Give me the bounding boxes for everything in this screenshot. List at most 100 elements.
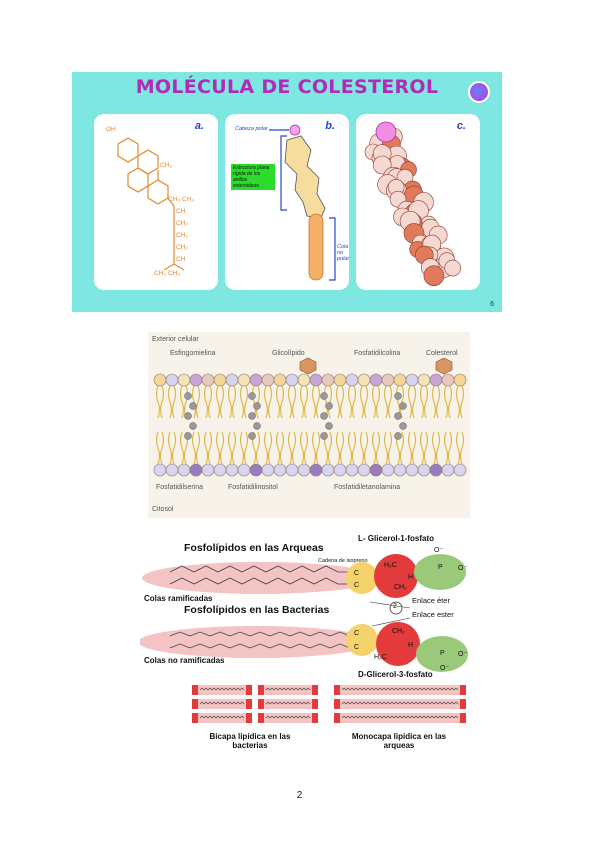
cholesterol-space-filling-model [364, 121, 461, 286]
strip-head [258, 713, 264, 723]
lipid-head-inner [297, 463, 311, 477]
circle-two-label: 2 [393, 603, 397, 610]
lipid-tail [203, 385, 213, 419]
panel-c-label: c. [456, 120, 466, 132]
strip-head [334, 713, 340, 723]
lipid-head-outer [357, 373, 371, 387]
lipid-tail [239, 431, 249, 465]
lipid-head-inner [441, 463, 455, 477]
panel-b: b. Cabeza polar Estructura plana rígida … [225, 114, 349, 290]
lipid-head-inner [357, 463, 371, 477]
lipid-head-inner [381, 463, 395, 477]
strip-head [460, 699, 466, 709]
cholesterol-slide: MOLÉCULA DE COLESTEROL a. OH CH₃ CH₃ CH₃… [72, 72, 502, 312]
lipid-head-inner [237, 463, 251, 477]
strip-head [192, 685, 198, 695]
glicolipido-label: Glicolípido [272, 350, 305, 357]
atom-o-minus-2: O⁻ [458, 565, 468, 572]
lipid-tail [359, 385, 369, 419]
atom-c-1: C [354, 570, 360, 577]
bacteria-bilayer-strip [258, 713, 318, 723]
lipid-head-inner [177, 463, 191, 477]
chain-6: CH₂ [176, 244, 188, 251]
lipid-head-outer [309, 373, 323, 387]
lipid-tail [431, 385, 441, 419]
cholesterol-molecule [320, 432, 328, 440]
strip-head [258, 685, 264, 695]
lipid-head-inner [201, 463, 215, 477]
atom-sphere [423, 265, 445, 286]
bacteria-bilayer-strip [258, 685, 318, 695]
cholesterol-structure-drawing [117, 137, 185, 271]
esfingomielina-label: Esfingomielina [170, 350, 216, 357]
lipid-head-outer [393, 373, 407, 387]
panel-a-label: a. [194, 120, 204, 132]
lipid-head-outer [165, 373, 179, 387]
lipid-tail [275, 431, 285, 465]
lipid-tail [359, 431, 369, 465]
strip-chain [341, 715, 459, 719]
lipid-tail [443, 431, 453, 465]
lipid-tail [299, 385, 309, 419]
lipid-head-inner [321, 463, 335, 477]
cholesterol-molecule [394, 392, 402, 400]
lipid-head-inner [417, 463, 431, 477]
lipid-tail [311, 431, 321, 465]
atom-h-2: H [408, 642, 414, 649]
lipid-tail [443, 385, 453, 419]
strip-head [334, 699, 340, 709]
lipid-head-inner [213, 463, 227, 477]
unbranched-tails-label: Colas no ramificadas [144, 656, 225, 665]
lipid-head-inner [453, 463, 467, 477]
bacteria-bilayer-strip [258, 699, 318, 709]
cholesterol-molecule [394, 432, 402, 440]
chain-4: CH₂ [176, 220, 188, 227]
lipid-head-outer [213, 373, 227, 387]
lipid-head-outer [273, 373, 287, 387]
fosfatidilinositol-label: Fosfatidilinositol [228, 484, 278, 491]
lipid-tail [287, 385, 297, 419]
atom-p-2: P [440, 650, 445, 657]
cholesterol-schematic-drawing [269, 124, 336, 281]
lipid-tail [155, 431, 165, 465]
membrane-drawing [153, 357, 467, 477]
strip-chain [341, 687, 459, 691]
cholesterol-molecule [189, 422, 197, 430]
colesterol-label: Colesterol [426, 350, 458, 357]
lipid-tail [455, 385, 465, 419]
lipid-tail [383, 385, 393, 419]
lipid-tail [335, 385, 345, 419]
lipid-head-outer [249, 373, 263, 387]
lipid-head-outer [381, 373, 395, 387]
strip-head [246, 713, 252, 723]
lipid-tail [407, 431, 417, 465]
lipid-head-outer [453, 373, 467, 387]
lipid-tail [251, 385, 261, 419]
lipid-head-outer [441, 373, 455, 387]
lipid-tail [323, 385, 333, 419]
strip-head [246, 685, 252, 695]
lipid-head-outer [405, 373, 419, 387]
exterior-label: Exterior celular [152, 336, 199, 343]
strip-head [246, 699, 252, 709]
lipid-tail [203, 431, 213, 465]
lipid-tail [347, 385, 357, 419]
atom-o-minus-4: O⁻ [440, 665, 450, 672]
citosol-label: Citosol [152, 506, 174, 513]
cholesterol-molecule [399, 422, 407, 430]
lipid-tail [299, 431, 309, 465]
monolayer-label: Monocapa lipídica en las arqueas [351, 732, 447, 750]
strip-head [460, 713, 466, 723]
lipid-tail [275, 385, 285, 419]
lipid-tail [263, 385, 273, 419]
strip-chain [341, 701, 459, 705]
archaea-title: Fosfolípidos en las Arqueas [184, 542, 324, 554]
fosfatidiletanolamina-label: Fosfatidiletanolamina [334, 484, 401, 491]
atom-ch2-2: CH₂ [392, 628, 405, 635]
page-number: 2 [296, 790, 303, 801]
strip-head [312, 699, 318, 709]
d-glycerol-label: D-Glicerol-3-fosfato [358, 670, 433, 679]
lipid-head-inner [165, 463, 179, 477]
lipid-head-inner [273, 463, 287, 477]
lipid-tail [371, 431, 381, 465]
